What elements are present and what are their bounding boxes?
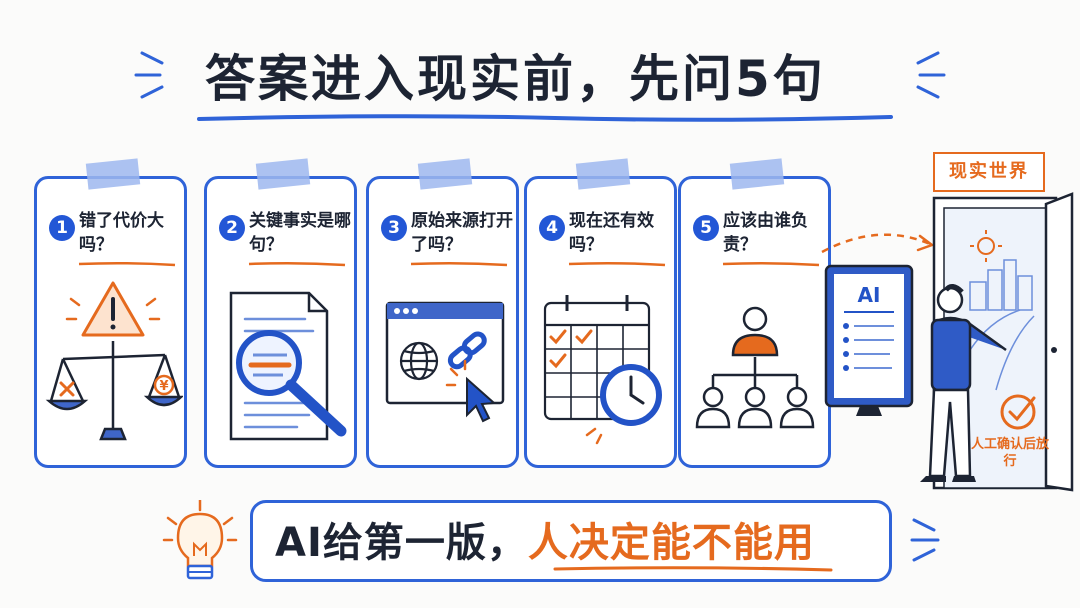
globe-icon (399, 341, 439, 381)
cursor-icon (466, 376, 497, 423)
question-text: 原始来源打开了吗？ (411, 211, 513, 255)
monitor-ai-label: AI (858, 283, 881, 307)
banner-text: AI给第一版，人决定能不能用 (275, 517, 815, 569)
tape-decoration (85, 158, 141, 190)
ai-monitor-icon: AI (824, 264, 914, 416)
question-underline (722, 261, 820, 267)
step-number-badge: 2 (219, 215, 245, 241)
banner-underline (553, 566, 833, 572)
tape-decoration (729, 158, 785, 190)
calendar-clock-illustration (543, 295, 662, 445)
step-number-badge: 1 (49, 215, 75, 241)
clock-icon (600, 364, 662, 426)
tape-decoration (575, 158, 631, 190)
conclusion-banner: AI给第一版，人决定能不能用 (250, 500, 892, 582)
open-door-icon (1044, 192, 1074, 492)
question-text: 错了代价大吗？ (79, 211, 164, 255)
checkmark-icons (549, 329, 593, 369)
warning-scale-illustration: ¥ (45, 281, 183, 441)
question-underline (410, 261, 508, 267)
currency-symbol: ¥ (159, 379, 168, 394)
question-card-4: 4 现在还有效吗？ (524, 158, 677, 468)
dashed-arrow (821, 233, 935, 254)
real-world-label: 现实世界 (933, 152, 1045, 192)
question-underline (248, 261, 346, 267)
right-burst-icon (916, 51, 946, 99)
balance-scale-icon (45, 341, 183, 441)
question-card-2: 2 关键事实是哪句？ (204, 158, 357, 468)
city-skyline-icon (969, 259, 1035, 391)
browser-window-icon (385, 301, 505, 405)
banner-part-ai: AI给第一版， (275, 520, 528, 566)
real-world-door-scene: AI (824, 192, 1074, 492)
org-chart-illustration (695, 306, 815, 429)
step-number-badge: 5 (693, 215, 719, 241)
responsible-person-icon (731, 306, 779, 357)
question-underline (78, 261, 176, 267)
question-card-3: 3 原始来源打开了吗？ (366, 158, 519, 468)
human-confirm-note: 人工确认后放行 (970, 437, 1049, 469)
page-title: 答案进入现实前，先问5句 (205, 50, 826, 108)
question-underline (568, 261, 666, 267)
warning-triangle-icon (65, 281, 161, 337)
tape-decoration (417, 158, 473, 190)
question-text: 应该由谁负责？ (723, 211, 808, 255)
light-bulb-icon (162, 500, 238, 580)
title-underline (197, 114, 893, 122)
left-burst-icon (134, 51, 164, 99)
tape-decoration (255, 158, 311, 190)
magnifier-icon (236, 330, 347, 437)
coin-icon (153, 374, 175, 396)
question-card-1: 1 错了代价大吗？ ¥ (34, 158, 187, 468)
document-magnifier-illustration (229, 291, 347, 441)
sun-icon (970, 230, 1002, 262)
question-text: 现在还有效吗？ (569, 211, 654, 255)
question-card-5: 5 应该由谁负责？ (678, 158, 831, 468)
approval-check-icon (1000, 394, 1036, 430)
step-number-badge: 4 (539, 215, 565, 241)
question-text: 关键事实是哪句？ (249, 211, 351, 255)
step-number-badge: 3 (381, 215, 407, 241)
cross-icon (59, 381, 75, 397)
banner-part-human: 人决定能不能用 (527, 520, 815, 566)
banner-burst-icon (910, 518, 940, 562)
team-people-icons (695, 386, 815, 429)
browser-link-illustration (385, 301, 505, 423)
person-icon (920, 284, 1007, 482)
